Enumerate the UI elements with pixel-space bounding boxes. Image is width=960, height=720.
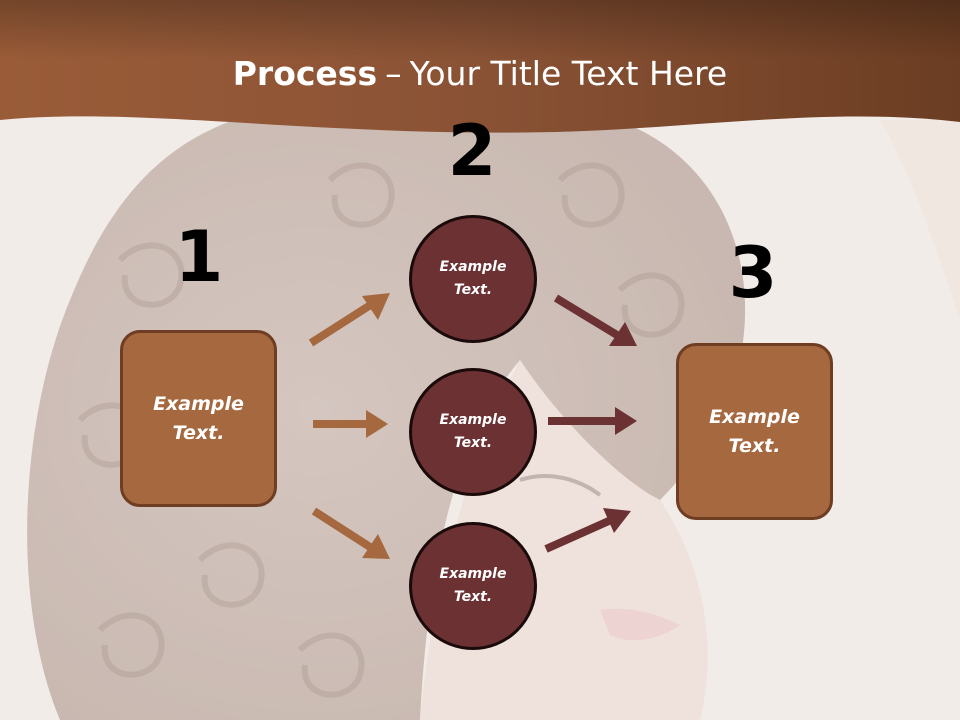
step3-box: Example Text. [676,343,833,520]
title-rest: Your Title Text Here [409,54,728,93]
step1-box-line1: Example [153,392,244,415]
circle-top-line2: Text. [453,282,493,298]
step2-circle-top: Example Text. [409,215,537,343]
circle-middle-line1: Example [439,412,507,428]
circle-bottom-line1: Example [439,566,507,582]
circle-middle-line2: Text. [453,435,493,451]
step-number-3: 3 [728,232,778,314]
step1-box: Example Text. [120,330,277,507]
circle-top-line1: Example [439,259,507,275]
step-number-1: 1 [174,216,224,298]
slide-title: Process–Your Title Text Here [0,52,960,96]
circle-bottom-line2: Text. [453,589,493,605]
step2-circle-middle: Example Text. [409,368,537,496]
step-number-2: 2 [447,110,497,192]
step3-box-line1: Example [709,405,800,428]
title-bold: Process [232,54,378,93]
step1-box-line2: Text. [172,421,225,444]
step2-circle-bottom: Example Text. [409,522,537,650]
step3-box-line2: Text. [728,434,781,457]
title-separator: – [385,54,402,93]
